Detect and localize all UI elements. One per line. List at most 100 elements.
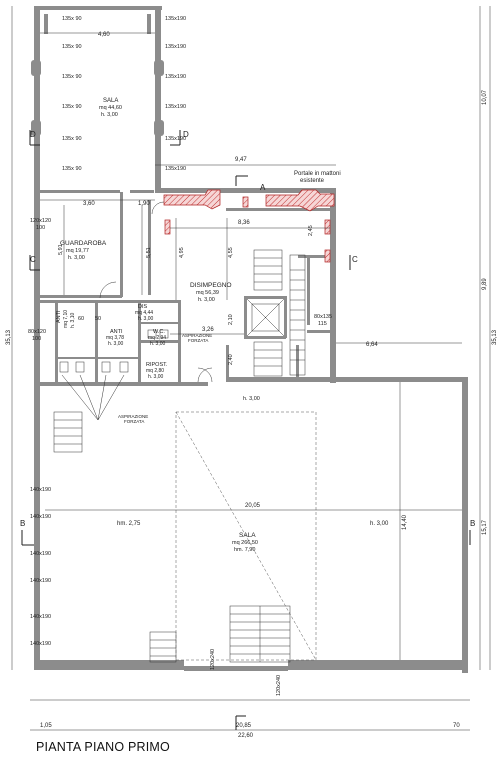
room-name: RIPOST.	[146, 362, 168, 368]
dim-label: 3,60	[83, 201, 95, 207]
dim-label: 1,05	[40, 723, 52, 729]
window-label: 140x190	[30, 551, 51, 557]
dim-label: 6,64	[366, 342, 378, 348]
window-label: 80x135	[314, 314, 332, 320]
room-height: h. 3,00	[101, 112, 118, 118]
dim-label: 9,47	[235, 157, 247, 163]
room-area: mq 19,77	[66, 248, 89, 254]
window-label: 135x 90	[62, 16, 82, 22]
note-aspirazione: ASPIRAZIONE	[182, 333, 212, 338]
room-height: h. 3,00	[68, 255, 85, 261]
section-letter: C	[30, 255, 36, 264]
note-forzata: FORZATA	[188, 338, 208, 343]
dim-label: 70	[453, 723, 460, 729]
section-letter: D	[30, 130, 36, 139]
room-height: h. 3,00	[148, 374, 164, 380]
sanitary-fixtures	[59, 329, 169, 373]
room-area: mq 44,60	[99, 105, 122, 111]
stairs	[53, 249, 306, 663]
dim-label: 1,90	[138, 201, 150, 207]
window-label: 135x190	[165, 104, 186, 110]
window-label: 120x240	[276, 675, 282, 696]
note-forzata: FORZATA	[124, 419, 144, 424]
internal-walls	[40, 190, 332, 382]
room-name: W.C.	[153, 329, 165, 335]
door-swings	[99, 201, 213, 383]
room-height: h. 3,00	[138, 316, 154, 322]
window-label: 135x 90	[62, 166, 82, 172]
section-letter: C	[352, 255, 358, 264]
dim-label: 4,55	[228, 247, 234, 258]
hatched-portal-walls	[163, 189, 335, 263]
window-label-red: 50	[95, 316, 101, 322]
drawing-title: PIANTA PIANO PRIMO	[36, 740, 170, 754]
dim-label: 10,07	[482, 89, 488, 105]
section-letter: A	[260, 183, 266, 192]
window-label: 140x190	[30, 514, 51, 520]
dim-label: 5,91	[58, 244, 64, 255]
room-name: GUARDAROBA	[60, 240, 107, 247]
dim-label: 2,45	[308, 225, 314, 236]
height-note: hm. 2,75	[117, 521, 141, 527]
window-label: 115	[318, 321, 327, 327]
dimension-lines	[11, 6, 491, 731]
room-area: mq 7,10	[63, 310, 69, 328]
window-label: 140x190	[30, 614, 51, 620]
section-letter: D	[183, 130, 189, 139]
dim-label: 4,95	[179, 247, 185, 258]
dim-label: 22,60	[238, 733, 254, 739]
room-height: h. 3,00	[198, 297, 215, 303]
room-area: mq 266,50	[232, 540, 258, 546]
dim-label: 20,85	[236, 723, 252, 729]
upper-void-outline	[175, 411, 317, 661]
dim-label: 8,36	[238, 220, 250, 226]
window-label: 135x190	[165, 166, 186, 172]
window-label: 80x120	[28, 329, 46, 335]
dim-label: 3,26	[202, 327, 214, 333]
room-name: ANTI	[110, 329, 123, 335]
height-note: h. 3,00	[370, 521, 389, 527]
note-aspirazione: ASPIRAZIONE	[118, 414, 148, 419]
dim-label: 20,05	[245, 503, 261, 509]
note-portale: Portale in mattoni	[294, 171, 341, 177]
window-label: 100	[36, 225, 45, 231]
window-label: 140x190	[30, 641, 51, 647]
room-area: mq 4,44	[135, 310, 153, 316]
room-area: mq 3,78	[106, 335, 124, 341]
window-label: 100	[32, 336, 41, 342]
window-label: 140x190	[30, 487, 51, 493]
window-label: 135x 90	[62, 136, 82, 142]
dim-label: 2,40	[228, 354, 234, 365]
window-label: 135x 90	[62, 104, 82, 110]
dim-label: 2,10	[228, 314, 234, 325]
dim-label: 14,40	[402, 514, 408, 530]
room-name: SALA	[239, 532, 256, 539]
room-height: hm. 7,90	[234, 547, 255, 553]
window-label: 135x 90	[62, 74, 82, 80]
dim-label: 5,51	[146, 247, 152, 258]
window-label: 120x120	[30, 218, 51, 224]
room-height: h. 3,00	[108, 341, 124, 347]
dim-label: 35,13	[6, 329, 12, 345]
aspiration-lines	[61, 374, 125, 421]
window-label: 135x190	[165, 44, 186, 50]
room-name: DIS	[138, 304, 148, 310]
room-area: mq 2,94	[148, 335, 166, 341]
room-height: h. 3,10	[70, 312, 76, 328]
dim-label: 15,17	[482, 519, 488, 535]
outer-walls	[31, 6, 468, 673]
note-esistente: esistente	[300, 178, 325, 184]
height-note: h. 3,00	[243, 396, 260, 402]
window-label: 135x 90	[62, 44, 82, 50]
window-label: 135x190	[165, 136, 186, 142]
section-letter: B	[470, 519, 475, 528]
room-height: h. 3,00	[150, 341, 166, 347]
room-area: mq 56,39	[196, 290, 219, 296]
window-label: 135x190	[165, 74, 186, 80]
window-label: 120x240	[210, 649, 216, 670]
section-markers	[21, 130, 471, 730]
section-letter: B	[20, 519, 25, 528]
room-name: ANTI	[56, 310, 62, 323]
dim-label: 35,13	[492, 329, 498, 345]
